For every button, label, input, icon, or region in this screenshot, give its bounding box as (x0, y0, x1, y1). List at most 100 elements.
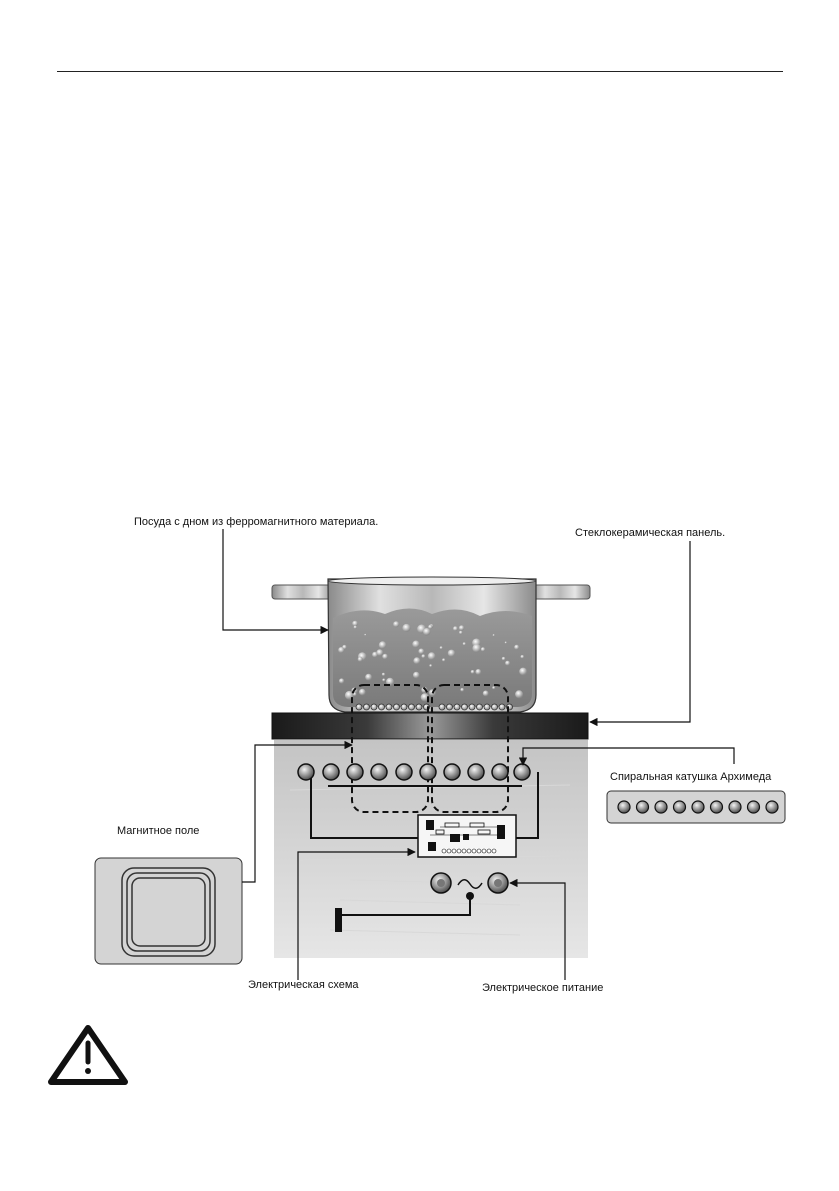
bubble (492, 634, 495, 637)
coil-turn (443, 763, 461, 781)
board-pin (471, 848, 477, 854)
leader-glass-panel (589, 541, 691, 727)
archimedes-coil-illustration (606, 790, 786, 824)
coil-turn (346, 763, 364, 781)
label-cookware: Посуда с дном из ферромагнитного материа… (134, 516, 379, 528)
bubble (460, 688, 465, 692)
bubble (359, 688, 366, 696)
board-pin (456, 848, 462, 854)
archimedes-coil-turn (746, 800, 761, 814)
bubble (472, 644, 482, 653)
coil-turn (322, 763, 340, 781)
bubble (429, 664, 433, 668)
panel-coil-dot (483, 703, 491, 711)
board-pin (486, 848, 492, 854)
board-pin (446, 848, 452, 854)
coil-wiring (310, 772, 539, 839)
coil-turn (370, 763, 388, 781)
bubble (386, 677, 394, 686)
panel-coil-dot (453, 703, 461, 711)
label-coil: Спиральная катушка Архимеда (610, 771, 772, 783)
bubble (352, 620, 358, 627)
panel-coil-dot (415, 703, 423, 711)
bubble (470, 670, 475, 674)
archimedes-coil-turn (617, 800, 631, 814)
archimedes-coil-turn (672, 800, 687, 814)
ground-terminal (335, 908, 342, 932)
circuit-board (417, 814, 517, 858)
ac-symbol (457, 879, 483, 889)
bubble (505, 660, 511, 666)
board-pin (441, 848, 447, 854)
panel-coil-dot (438, 703, 446, 711)
bubble (462, 642, 466, 646)
bubble (421, 654, 426, 659)
coil-turn (419, 763, 437, 781)
bubble (339, 678, 345, 684)
board-pin (481, 848, 487, 854)
panel-coil-dot (393, 703, 400, 711)
bubble (501, 656, 506, 661)
bubble (475, 669, 482, 675)
glass-ceramic-panel (271, 712, 589, 740)
board-pin (491, 848, 497, 854)
bubble (504, 641, 507, 644)
bubble (382, 678, 386, 682)
coil-turn (395, 763, 413, 781)
bubble (427, 652, 436, 661)
bubble (364, 633, 367, 636)
archimedes-coil-turn (635, 800, 650, 814)
bubble (378, 641, 387, 649)
board-pin (451, 848, 457, 854)
archimedes-coil-turn (709, 800, 724, 814)
bubble (480, 647, 486, 652)
warning-triangle-icon (48, 1025, 128, 1085)
bubble (439, 646, 443, 650)
bubble (447, 649, 456, 657)
bubble (402, 623, 411, 633)
leader-circuit (297, 847, 416, 980)
pot-handle-right (529, 584, 591, 600)
panel-coil-dot (498, 703, 506, 711)
bubble (442, 658, 446, 662)
archimedes-coil-turn (691, 800, 705, 814)
bubble (519, 667, 527, 676)
panel-coil-dot (408, 703, 415, 711)
panel-coil-dot (468, 703, 476, 711)
bubble (458, 625, 465, 631)
bubble (338, 647, 345, 654)
field-loop-right (431, 684, 509, 813)
bubble (376, 649, 384, 657)
panel-coil-dot (363, 703, 370, 711)
archimedes-coil-turn (654, 800, 668, 814)
board-pin (466, 848, 472, 854)
panel-coil-dot (400, 703, 408, 711)
leader-coil (518, 747, 735, 766)
bubble (423, 628, 431, 636)
coil-turn (491, 763, 509, 781)
leader-power (509, 878, 566, 980)
bubble (418, 648, 425, 655)
panel-coil-dot (476, 703, 483, 711)
leader-magnetic-field (242, 740, 353, 883)
board-pin (476, 848, 482, 854)
coil-cross-section (297, 763, 531, 781)
coil-turn (297, 763, 315, 781)
leader-cookware (222, 529, 329, 635)
bubble (420, 693, 429, 702)
panel-coil-dot (491, 703, 498, 711)
bubble (381, 672, 386, 677)
bubble (428, 624, 433, 630)
label-glass-panel: Стеклокерамическая панель. (575, 527, 726, 539)
bubbles (338, 620, 527, 702)
coil-turn (513, 763, 531, 781)
panel-coil-dot (355, 703, 363, 711)
label-circuit: Электрическая схема (248, 979, 359, 991)
panel-coil-dot (385, 703, 393, 711)
label-magnetic-field: Магнитное поле (117, 825, 200, 837)
bubble (353, 625, 357, 629)
bubble (515, 690, 524, 699)
pot-handle-left (271, 584, 335, 600)
bubble (365, 673, 372, 681)
